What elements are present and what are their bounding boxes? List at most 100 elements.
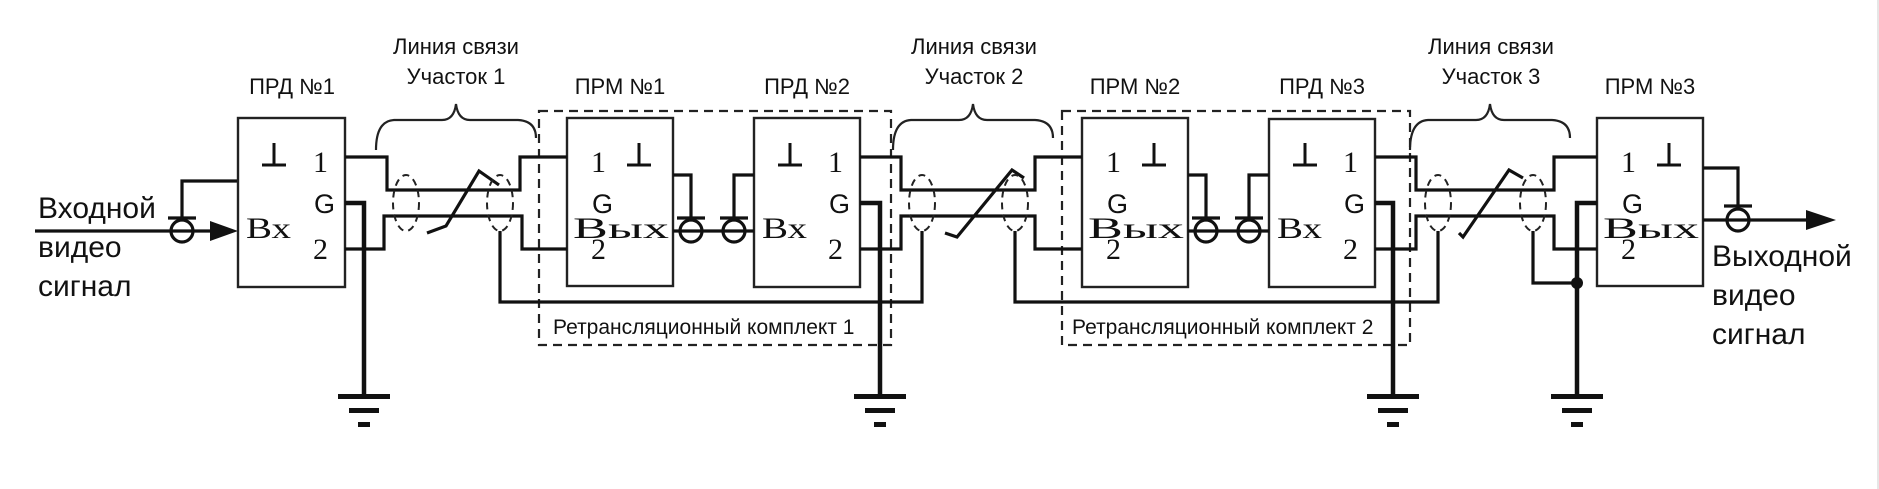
ground-icon [1367, 394, 1419, 427]
port-label: Вых [1088, 212, 1184, 245]
prd3-ground-lead [1375, 200, 1396, 396]
ground-icon [854, 394, 906, 427]
output-signal-line-1: Выходной [1712, 240, 1852, 273]
pin-2-label: 2 [1343, 233, 1358, 266]
pin-1-label: 1 [1343, 146, 1358, 179]
pin-g-label: G [1107, 189, 1128, 219]
pin-g-label: G [829, 189, 850, 219]
pin-1-label: 1 [313, 146, 328, 179]
block-frame [1595, 116, 1705, 288]
pin-2-label: 2 [313, 233, 328, 266]
cable-3-conductor-2 [1375, 214, 1597, 251]
ground-icon [1551, 394, 1603, 427]
relay-set-1-frame [537, 109, 893, 347]
block-frame [565, 116, 675, 288]
line-section-1-brace [374, 103, 538, 151]
line-section-1-name: Участок 1 [407, 64, 506, 89]
cable-1-conductor-2 [345, 214, 567, 251]
block-frame [236, 116, 347, 289]
block-frame [752, 116, 862, 289]
prd1-ground-lead [345, 200, 367, 396]
pin-2-label: 2 [1106, 233, 1121, 266]
cable-2-conductor-2 [860, 214, 1082, 251]
prd2-ground-tap [732, 173, 754, 218]
pin-g-label: G [592, 189, 613, 219]
line-section-2-brace [891, 103, 1055, 151]
line-section-3-name: Участок 3 [1442, 64, 1541, 89]
input-signal-line-1: Входной [38, 192, 156, 225]
cable-3-shield-right-drop [1531, 231, 1577, 285]
cable-1-shield-right [486, 174, 514, 232]
block-label-prm2: ПРМ №2 [1090, 74, 1181, 99]
port-label: Вх [1277, 212, 1322, 245]
input-signal-line-2: видео [38, 231, 122, 264]
coax-connector-icon [168, 179, 238, 244]
junction-dot [1571, 277, 1583, 289]
cable-2-conductor-1 [860, 155, 1082, 192]
port-label: Вх [762, 212, 807, 245]
block-label-prd2: ПРД №2 [764, 74, 850, 99]
cable-3-shield-left-drop [1408, 231, 1440, 304]
block-frame [1267, 117, 1377, 289]
cable-1-conductor-1 [345, 155, 567, 192]
block-label-prd3: ПРД №3 [1279, 74, 1365, 99]
cable-1-twist [426, 168, 500, 235]
coax-connector-icon [1236, 218, 1262, 244]
port-label: Вых [1603, 212, 1699, 245]
line-section-2-title: Линия связи [911, 34, 1037, 59]
cable-2-shield-left-drop [893, 231, 924, 304]
relay-set-2-frame [1060, 109, 1412, 347]
pin-1-label: 1 [1106, 146, 1121, 179]
pin-g-label: G [1622, 189, 1643, 219]
block-frame [1080, 116, 1190, 289]
pin-g-label: G [314, 189, 335, 219]
cable-3-twist [1457, 167, 1524, 240]
line-section-1-title: Линия связи [393, 34, 519, 59]
right-edge-strip [1877, 0, 1879, 489]
block-label-prm3: ПРМ №3 [1605, 74, 1696, 99]
prm1-ground-tap [673, 173, 693, 218]
cable-1-shield-left [392, 174, 420, 232]
prm3-ground-lead [1574, 200, 1597, 396]
pin-2-label: 2 [1621, 233, 1636, 266]
coax-connector-icon [1703, 166, 1752, 233]
coax-connector-icon [1193, 218, 1219, 244]
output-signal-line-3: сигнал [1712, 318, 1805, 351]
line-section-3-brace [1408, 103, 1572, 151]
output-arrow-icon [1806, 210, 1836, 230]
cable-2-shield-left [908, 174, 936, 232]
pin-1-label: 1 [591, 146, 606, 179]
wiring-layer [338, 103, 1603, 427]
cable-1-shield-return [498, 231, 893, 304]
line-section-2-name: Участок 2 [925, 64, 1024, 89]
prd3-ground-tap [1247, 173, 1269, 218]
block-label-prd1: ПРД №1 [249, 74, 335, 99]
block-label-prm1: ПРМ №1 [575, 74, 666, 99]
output-signal-line-2: видео [1712, 279, 1796, 312]
cable-2-twist [944, 167, 1025, 239]
ground-icon [338, 394, 390, 427]
cable-3-shield-left [1424, 174, 1452, 232]
prd2-ground-lead [860, 200, 883, 396]
input-signal-line-3: сигнал [38, 270, 131, 303]
pin-1-label: 1 [1621, 146, 1636, 179]
coax-connector-icon [678, 218, 704, 244]
pin-1-label: 1 [828, 146, 843, 179]
cable-2-shield-return [1013, 231, 1408, 304]
port-label: Вых [573, 212, 669, 245]
prm2-ground-tap [1188, 173, 1208, 218]
port-label: Вх [246, 212, 291, 245]
pin-2-label: 2 [591, 233, 606, 266]
relay-set-1-label: Ретрансляционный комплект 1 [553, 316, 854, 339]
relay-set-2-label: Ретрансляционный комплект 2 [1072, 316, 1373, 339]
line-section-3-title: Линия связи [1428, 34, 1554, 59]
block-prd1: 1G 2 Вх [236, 116, 347, 289]
output-signal: Выходной видео сигнал [1703, 166, 1852, 351]
